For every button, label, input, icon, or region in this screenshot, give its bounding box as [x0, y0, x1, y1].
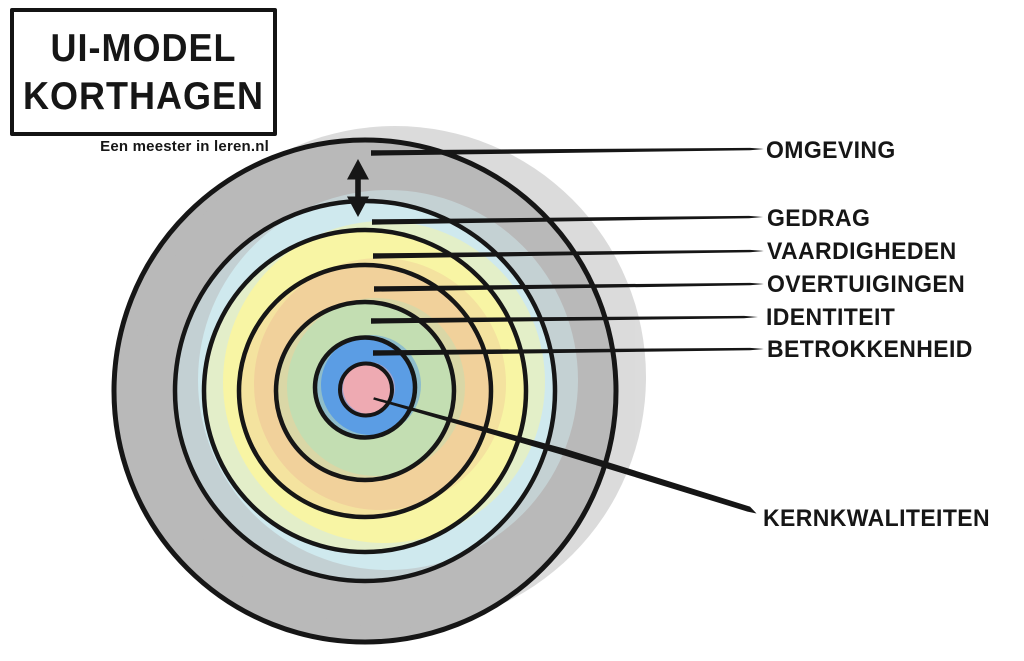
- ring-outline-overtuigingen: [236, 262, 494, 520]
- leader-lines: [371, 147, 764, 514]
- label-overtuigingen: OVERTUIGINGEN: [767, 269, 966, 298]
- ring-outlines: [111, 137, 619, 645]
- title-line-2: KORTHAGEN: [23, 73, 264, 118]
- leader-line-omgeving: [371, 147, 764, 156]
- subtitle-credit: Een meester in leren.nl: [100, 138, 269, 155]
- label-betrokkenheid: BETROKKENHEID: [767, 334, 973, 363]
- double-arrow-icon: [347, 159, 369, 217]
- leader-line-betrokkenheid: [373, 347, 764, 356]
- label-identiteit: IDENTITEIT: [766, 302, 896, 331]
- ring-outline-kernkwaliteiten: [338, 361, 394, 418]
- title-line-1: UI-MODEL: [50, 25, 237, 70]
- label-kernkwaliteiten: KERNKWALITEITEN: [763, 503, 991, 532]
- title-box: UI-MODEL KORTHAGEN: [10, 8, 277, 136]
- ring-outline-vaardigheden: [201, 227, 529, 555]
- leader-line-kernkwaliteiten: [373, 397, 757, 514]
- label-gedrag: GEDRAG: [767, 203, 871, 232]
- label-omgeving: OMGEVING: [766, 135, 896, 164]
- label-vaardigheden: VAARDIGHEDEN: [767, 236, 957, 265]
- leader-line-gedrag: [372, 215, 763, 225]
- leader-line-identiteit: [371, 315, 758, 324]
- leader-line-vaardigheden: [373, 249, 764, 259]
- ring-outline-betrokkenheid: [312, 335, 418, 440]
- ring-outline-omgeving: [111, 137, 619, 645]
- leader-line-overtuigingen: [374, 282, 764, 292]
- ring-outline-identiteit: [273, 299, 457, 483]
